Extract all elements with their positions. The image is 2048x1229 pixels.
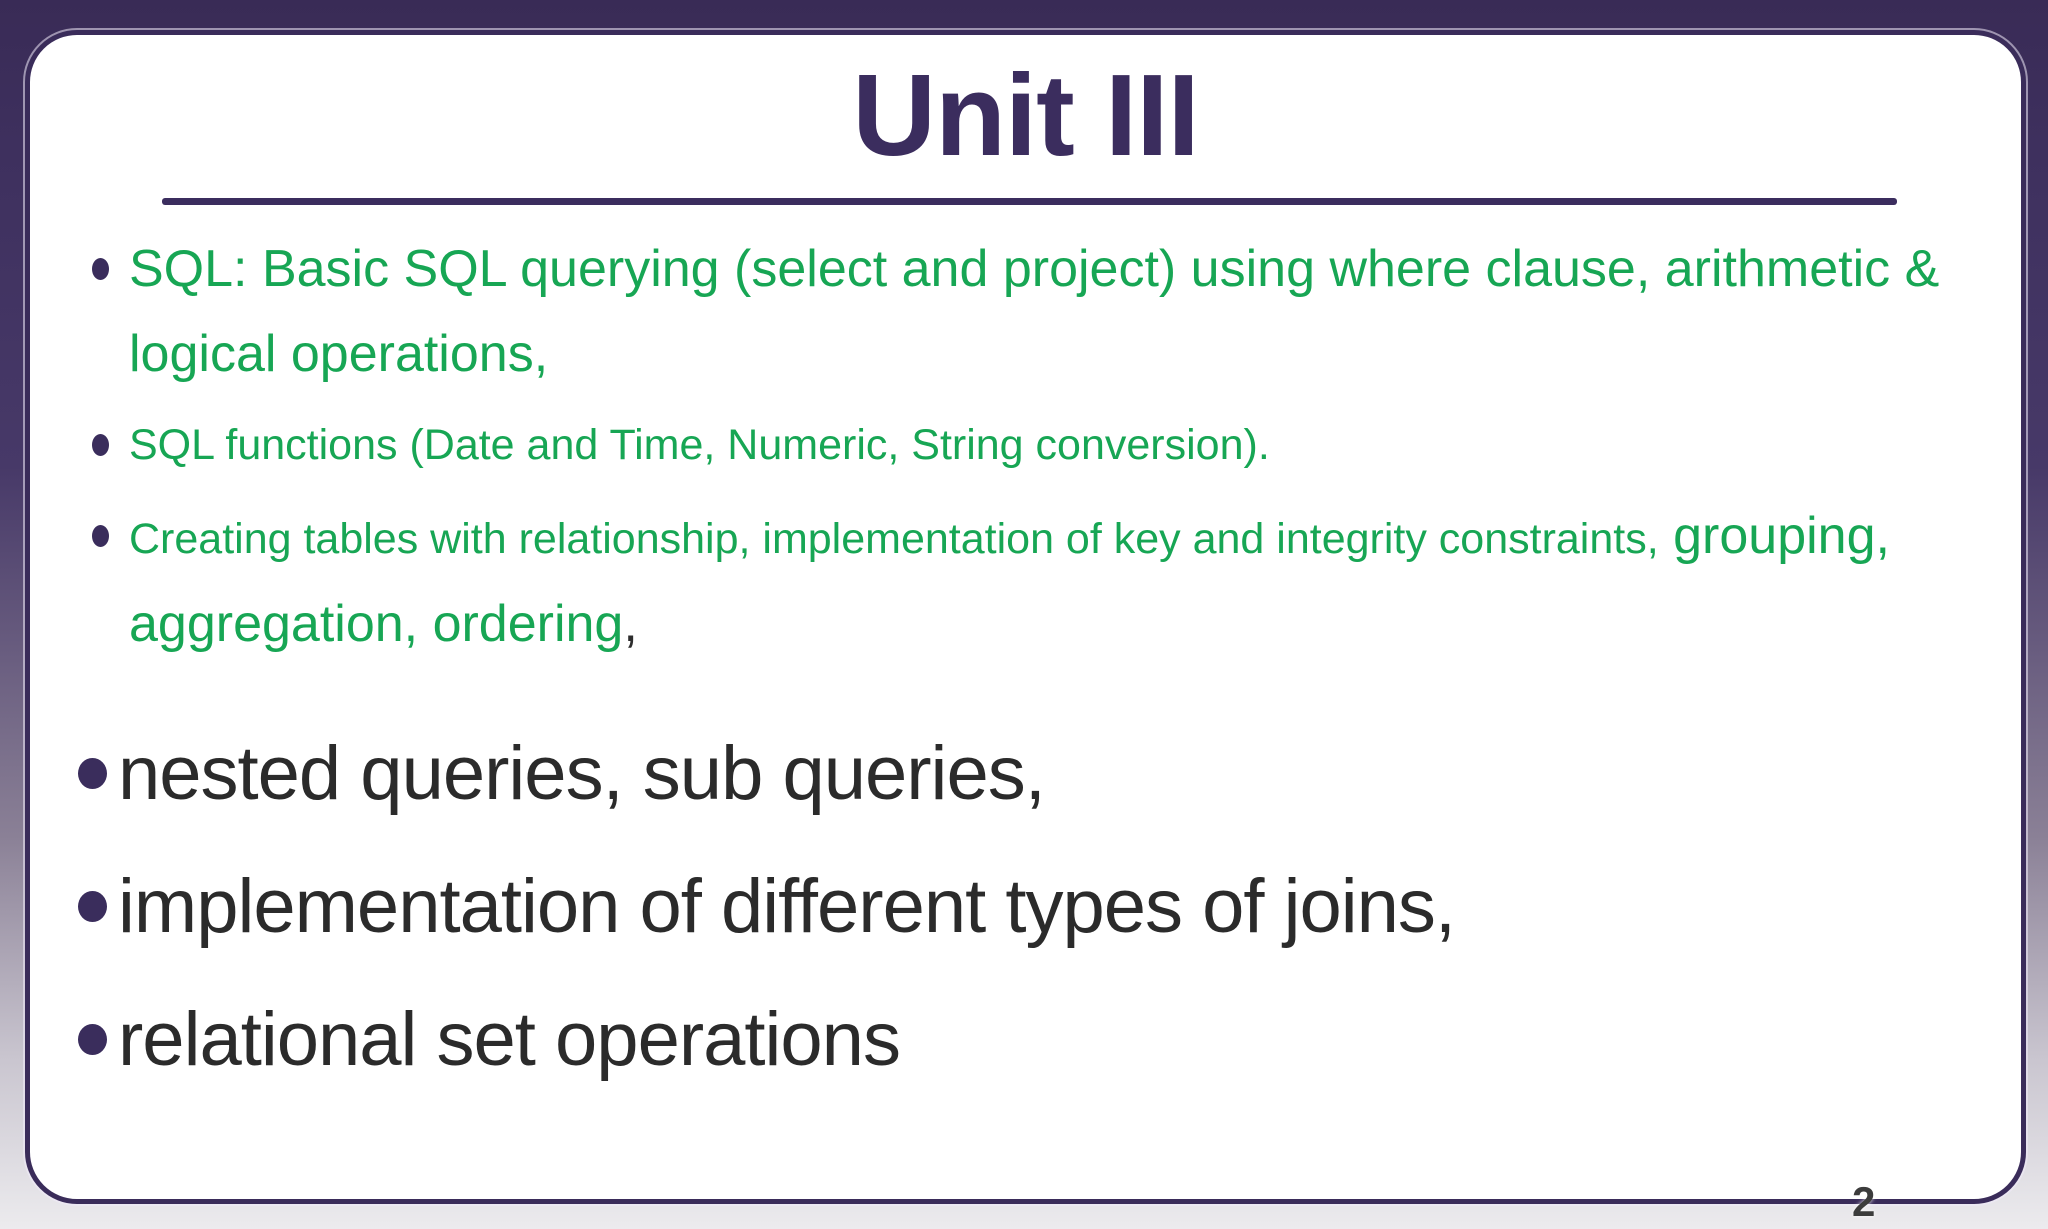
bullet-segment-large: grouping, aggregation, ordering: [129, 507, 1890, 653]
bullet-text-joins: implementation of different types of joi…: [118, 864, 1456, 949]
title-underline: [162, 198, 1897, 205]
bullet-text-nested-queries: nested queries, sub queries,: [118, 731, 1046, 816]
bullet-segment-small: Creating tables with relationship, imple…: [129, 515, 1659, 563]
slide-body: SQL: Basic SQL querying (select and proj…: [78, 227, 1988, 1117]
page-number: 2: [1852, 1178, 1876, 1225]
bullet-dot-icon: [92, 434, 109, 456]
bullet-dot-icon: [78, 1024, 107, 1055]
bullet-segment-dark-comma: ,: [623, 595, 638, 653]
bullet-text-relational-set-ops: relational set operations: [118, 997, 901, 1082]
list-item: SQL: Basic SQL querying (select and proj…: [78, 227, 1988, 397]
bullet-text-sql-querying: SQL: Basic SQL querying (select and proj…: [129, 240, 1940, 383]
bullet-text-sql-functions: SQL functions (Date and Time, Numeric, S…: [129, 421, 1270, 469]
bullet-dot-icon: [78, 758, 107, 789]
bullet-text-creating-tables: Creating tables with relationship, imple…: [129, 494, 1988, 670]
list-item: relational set operations: [78, 984, 1988, 1096]
bullet-dot-icon: [92, 258, 109, 280]
list-item: SQL functions (Date and Time, Numeric, S…: [78, 403, 1988, 488]
list-item: nested queries, sub queries,: [78, 718, 1988, 830]
list-item: Creating tables with relationship, imple…: [78, 494, 1988, 670]
slide-card: Unit III SQL: Basic SQL querying (select…: [25, 30, 2026, 1204]
slide-title: Unit III: [852, 50, 1199, 180]
dark-bullet-section: nested queries, sub queries, implementat…: [78, 718, 1988, 1096]
bullet-dot-icon: [92, 525, 109, 547]
bullet-dot-icon: [78, 891, 107, 922]
list-item: implementation of different types of joi…: [78, 851, 1988, 963]
